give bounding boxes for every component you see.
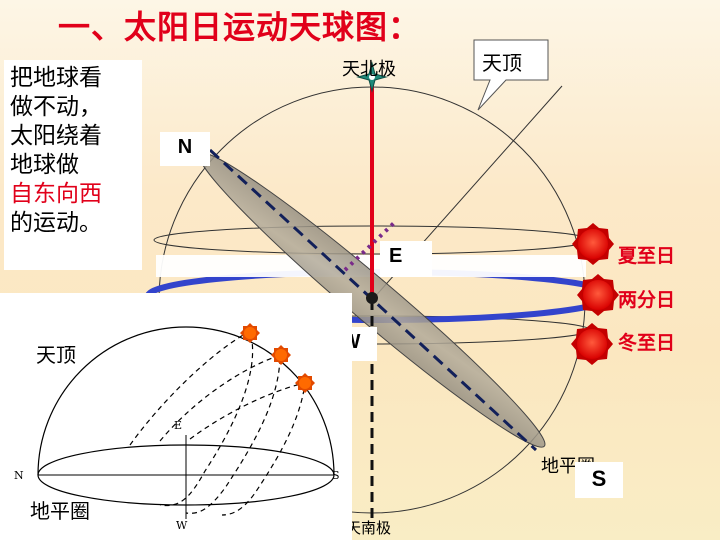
sun-icon — [271, 345, 291, 365]
north-label: N — [160, 132, 210, 166]
zenith-callout — [473, 39, 549, 111]
summer-solstice-label: 夏至日 — [618, 245, 676, 267]
inset-north-label: N — [14, 469, 24, 482]
inset-south-label: S — [332, 469, 340, 482]
north-pole-label: 天北极 — [342, 59, 396, 80]
dotted-line — [343, 220, 397, 272]
observer-point — [366, 292, 378, 304]
south-label: S — [575, 462, 623, 498]
sun-icon — [572, 223, 614, 265]
star-icon — [356, 61, 388, 93]
inset-zenith-label: 天顶 — [36, 343, 76, 367]
sun-icon — [240, 323, 260, 343]
page-title: 一、太阳日运动天球图： — [58, 8, 422, 46]
inset-horizon-label: 地平圈 — [30, 499, 90, 523]
note-highlight: 自东向西 — [10, 181, 102, 207]
equinox-label: 两分日 — [618, 289, 676, 311]
east-label: E — [380, 241, 432, 277]
zenith-label: 天顶 — [482, 51, 522, 75]
meridian-dashed — [208, 148, 538, 452]
sun-icon — [571, 323, 613, 365]
south-pole-label: 天南极 — [346, 519, 392, 537]
explanation-note: 把地球看 做不动， 太阳绕着 地球做 自东向西 的运动。 — [4, 60, 142, 270]
note-line: 太阳绕着 — [10, 123, 102, 149]
inset-east-label: E — [174, 419, 183, 432]
inset-west-label: W — [176, 519, 188, 532]
sun-icon — [295, 373, 315, 393]
sun-icon — [577, 274, 619, 316]
note-line: 地球做 — [10, 152, 79, 178]
note-line: 的运动。 — [10, 210, 102, 236]
inset-hemisphere-diagram: 天顶 地平圈 N S E W — [0, 293, 352, 540]
note-line: 做不动， — [10, 94, 102, 120]
note-line: 把地球看 — [10, 65, 102, 91]
winter-solstice-label: 冬至日 — [618, 332, 676, 354]
